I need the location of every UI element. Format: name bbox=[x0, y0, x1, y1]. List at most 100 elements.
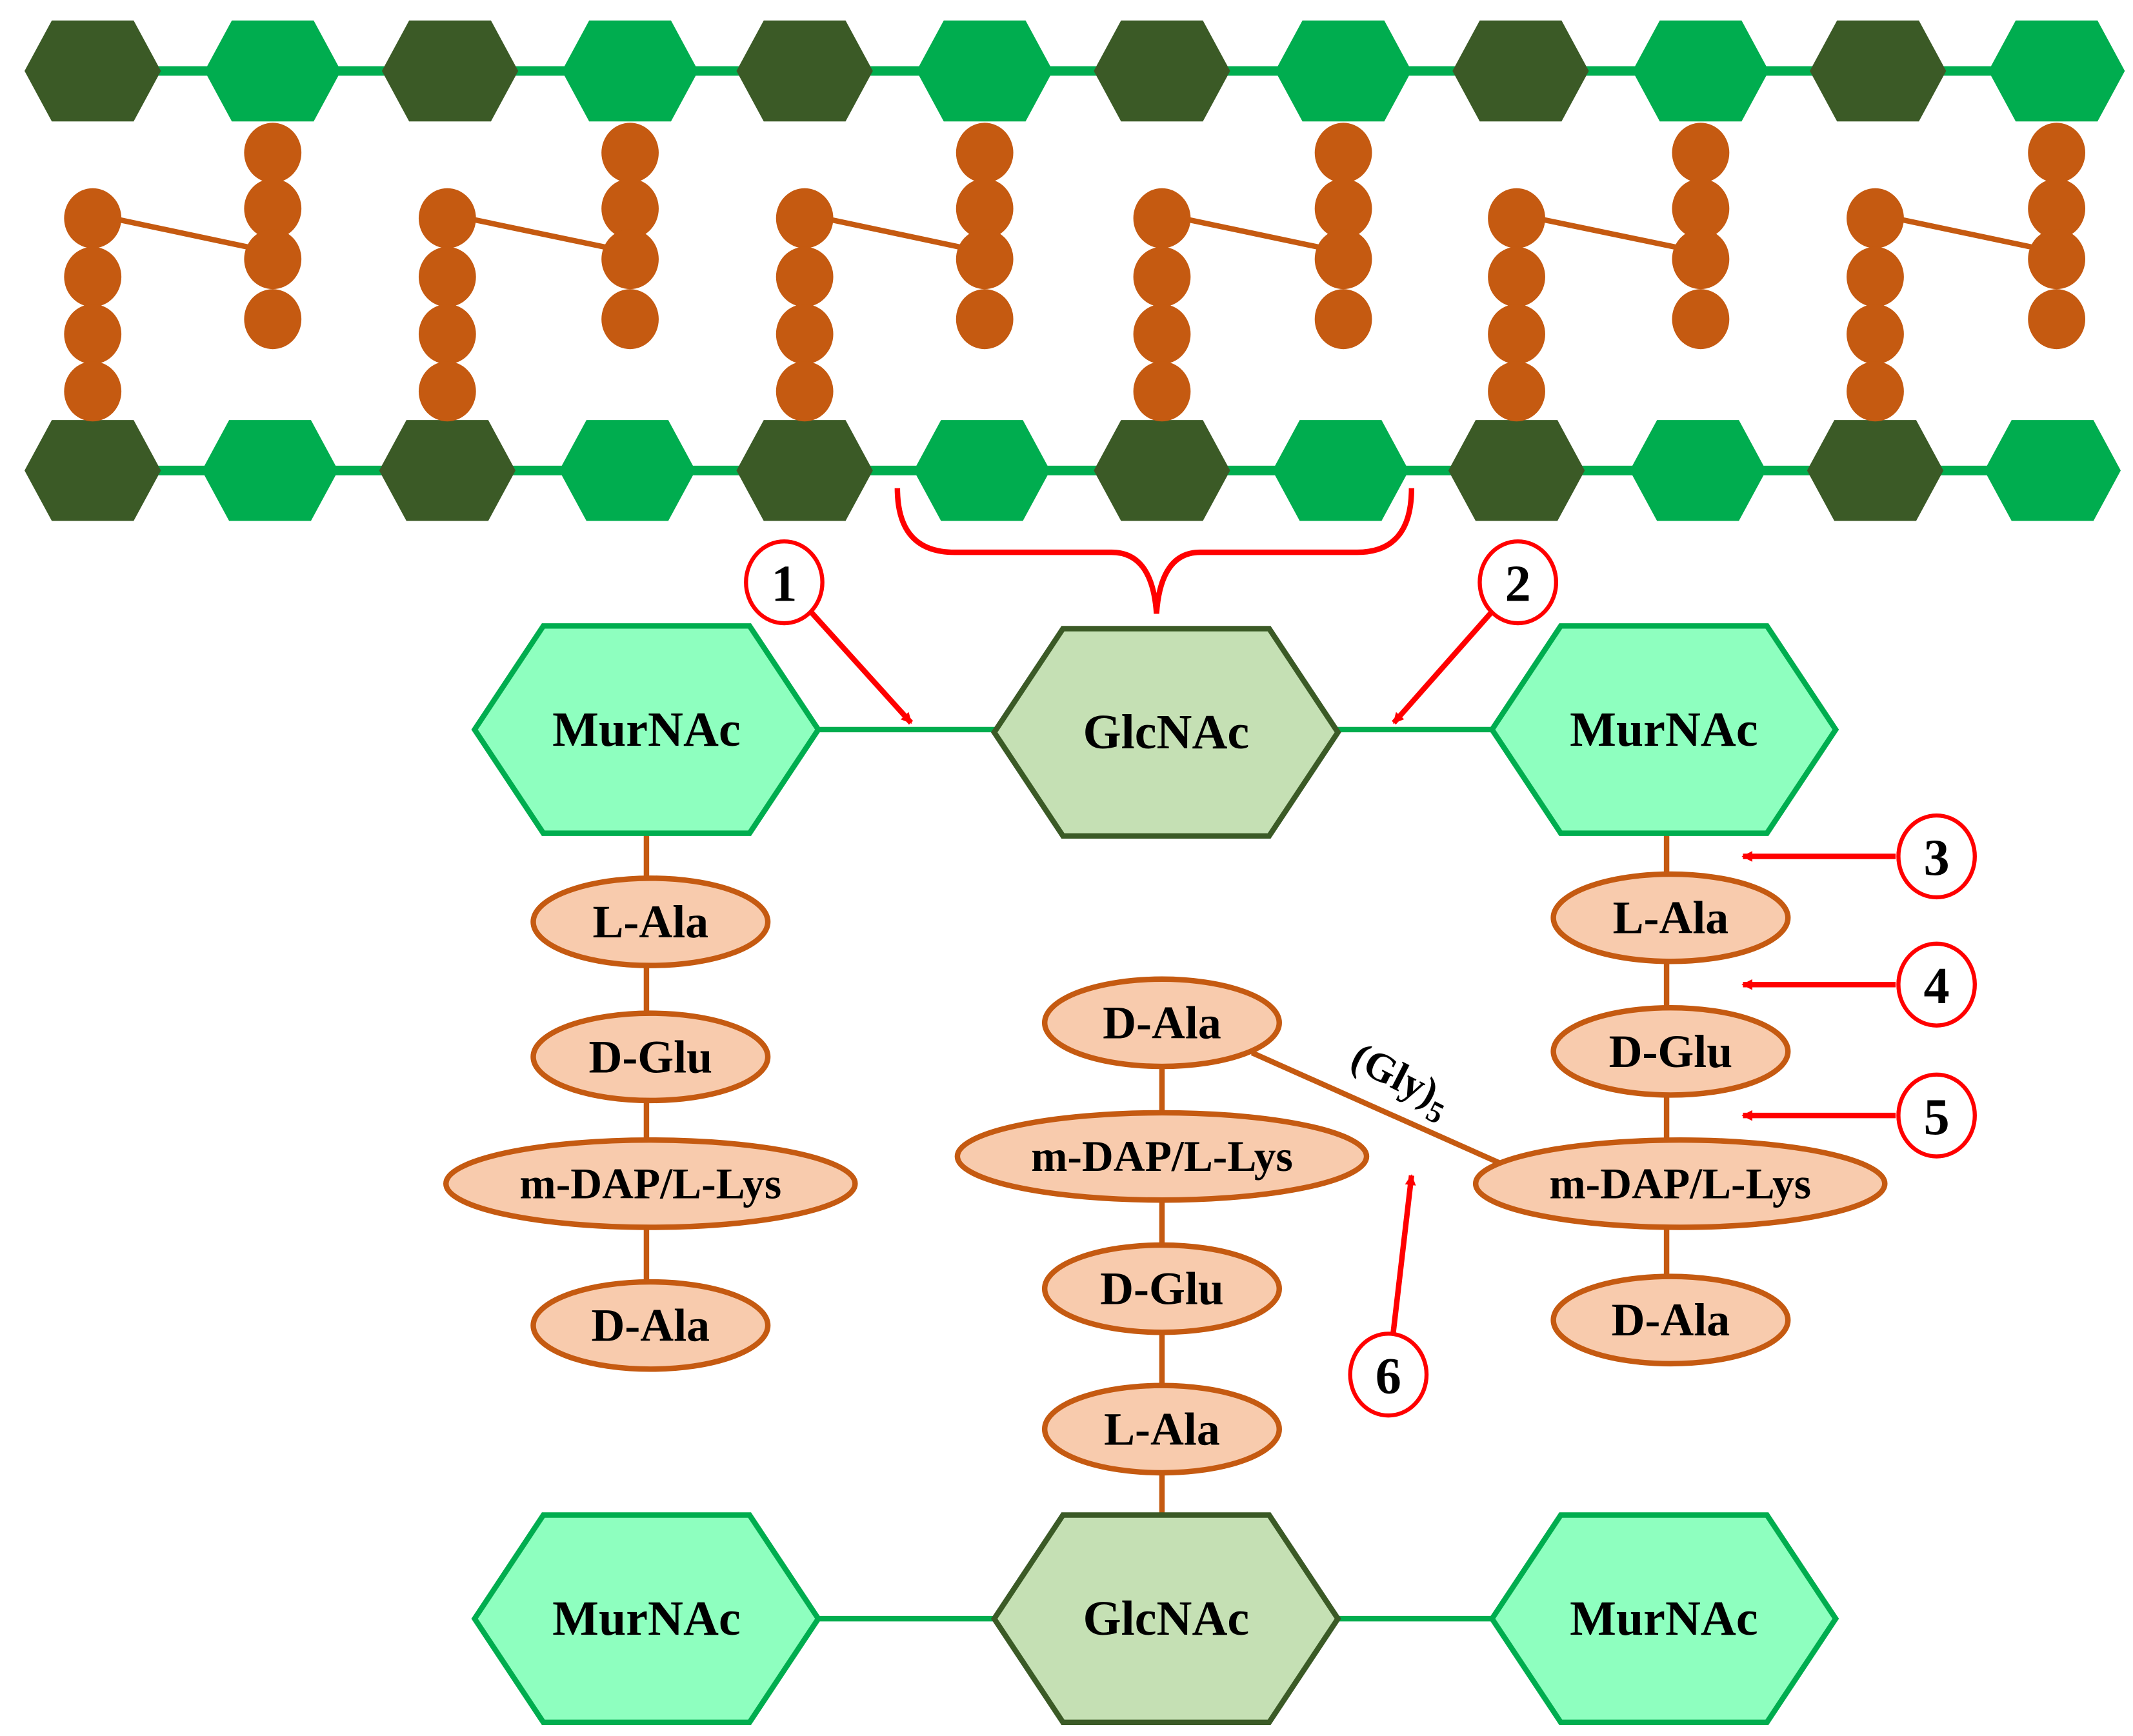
murnac-hexagon bbox=[1810, 20, 1947, 122]
amino-acid-left_stem-1: D-Glu bbox=[530, 1010, 771, 1104]
amino-acid-bead bbox=[418, 304, 476, 364]
amino-acid-bead bbox=[1847, 188, 1904, 248]
amino-acid-bead bbox=[1133, 188, 1191, 248]
amino-acid-bead bbox=[956, 289, 1014, 350]
amino-acid-label: D-Glu bbox=[1609, 1026, 1733, 1077]
sugar-label: MurNAc bbox=[1570, 1591, 1758, 1646]
murnac-hexagon bbox=[1807, 420, 1944, 521]
amino-acid-left_stem-3: D-Ala bbox=[530, 1279, 771, 1372]
amino-acid-bead bbox=[1488, 361, 1545, 422]
amino-acid-bead bbox=[2028, 289, 2086, 350]
amino-acid-bead bbox=[244, 229, 302, 290]
amino-acid-bead bbox=[64, 304, 122, 364]
amino-acid-label: D-Glu bbox=[588, 1031, 712, 1083]
amino-acid-bead bbox=[244, 289, 302, 350]
marker-arrow bbox=[1392, 611, 1493, 725]
murnac-hexagon bbox=[1094, 420, 1230, 521]
marker-number: 1 bbox=[771, 555, 797, 612]
murnac-hexagon bbox=[1452, 20, 1589, 122]
amino-acid-center_stem-1: m-DAP/L-Lys bbox=[954, 1110, 1370, 1203]
amino-acid-bead bbox=[1847, 361, 1904, 422]
amino-acid-label: L-Ala bbox=[1613, 892, 1729, 944]
glcnac-hexagon bbox=[201, 420, 339, 521]
amino-acid-bead bbox=[776, 304, 834, 364]
amino-acid-bead bbox=[1133, 304, 1191, 364]
sugar-label: MurNAc bbox=[552, 703, 741, 757]
sugar-label: GlcNAc bbox=[1083, 1591, 1249, 1646]
sugar-label: MurNAc bbox=[1570, 703, 1758, 757]
crosslink bbox=[92, 211, 274, 255]
marker-number: 2 bbox=[1505, 555, 1531, 612]
amino-acid-bead bbox=[1488, 188, 1545, 248]
amino-acid-bead bbox=[244, 178, 302, 239]
crosslink bbox=[1161, 211, 1344, 255]
glycan-bonds bbox=[818, 726, 1494, 1622]
amino-acid-bead bbox=[1672, 178, 1730, 239]
amino-acid-bead bbox=[2028, 229, 2086, 290]
amino-acid-center_stem-2: D-Glu bbox=[1041, 1242, 1282, 1335]
amino-acid-center_stem-3: L-Ala bbox=[1041, 1382, 1282, 1476]
glcnac-bottom-center: GlcNAc bbox=[990, 1512, 1341, 1726]
amino-acid-bead bbox=[1314, 289, 1372, 350]
amino-acid-bead bbox=[1488, 246, 1545, 307]
amino-acid-bead bbox=[244, 123, 302, 183]
amino-acid-label: L-Ala bbox=[1104, 1403, 1220, 1455]
crosslink bbox=[1516, 211, 1701, 255]
sugar-label: MurNAc bbox=[552, 1591, 741, 1646]
crosslink bbox=[804, 211, 986, 255]
murnac-hexagon bbox=[25, 20, 161, 122]
amino-acid-bead bbox=[776, 188, 834, 248]
amino-acid-bead bbox=[1314, 229, 1372, 290]
amino-acid-bead bbox=[601, 178, 659, 239]
amino-acid-bead bbox=[2028, 123, 2086, 183]
amino-acid-bead bbox=[1314, 178, 1372, 239]
amino-acid-bead bbox=[1847, 246, 1904, 307]
amino-acid-bead bbox=[1133, 246, 1191, 307]
glcnac-top-center: GlcNAc bbox=[990, 626, 1341, 839]
glcnac-hexagon bbox=[1275, 20, 1412, 122]
marker-circle bbox=[1477, 539, 1559, 626]
crosslink bbox=[1874, 211, 2058, 255]
murnac-top-right: MurNAc bbox=[1488, 623, 1839, 836]
glcnac-hexagon bbox=[559, 420, 696, 521]
marker-circle bbox=[1348, 1332, 1429, 1418]
marker-number: 5 bbox=[1924, 1088, 1950, 1146]
amino-acid-bead bbox=[64, 361, 122, 422]
glycan-lattice bbox=[25, 20, 2125, 521]
amino-acid-bead bbox=[601, 123, 659, 183]
amino-acid-bead bbox=[1672, 229, 1730, 290]
murnac-hexagon bbox=[25, 420, 161, 521]
amino-acid-bead bbox=[1672, 123, 1730, 183]
amino-acid-bead bbox=[64, 246, 122, 307]
glcnac-hexagon bbox=[1630, 420, 1767, 521]
marker-arrow bbox=[1390, 1174, 1416, 1335]
amino-acid-right_stem-1: D-Glu bbox=[1550, 1004, 1791, 1098]
amino-acid-right_stem-2: m-DAP/L-Lys bbox=[1472, 1137, 1888, 1230]
amino-acid-bead bbox=[418, 188, 476, 248]
amino-acid-bead bbox=[956, 123, 1014, 183]
amino-acid-bead bbox=[1133, 361, 1191, 422]
amino-acid-label: D-Ala bbox=[1612, 1294, 1730, 1346]
amino-acid-bead bbox=[1314, 123, 1372, 183]
glcnac-hexagon bbox=[1984, 420, 2121, 521]
glcnac-hexagon bbox=[1988, 20, 2125, 122]
amino-acid-label: L-Ala bbox=[592, 896, 708, 948]
amino-acid-bead bbox=[1672, 289, 1730, 350]
amino-acid-center_stem-0: D-Ala bbox=[1041, 976, 1282, 1070]
amino-acid-label: D-Ala bbox=[591, 1300, 710, 1352]
amino-acid-bead bbox=[418, 246, 476, 307]
murnac-hexagon bbox=[736, 420, 873, 521]
glcnac-hexagon bbox=[561, 20, 699, 122]
amino-acid-bead bbox=[956, 229, 1014, 290]
amino-acid-label: m-DAP/L-Lys bbox=[1549, 1159, 1811, 1208]
amino-acid-bead bbox=[601, 289, 659, 350]
marker-circle bbox=[1896, 1072, 1977, 1159]
amino-acid-label: m-DAP/L-Lys bbox=[1031, 1132, 1293, 1181]
glcnac-hexagon bbox=[916, 20, 1053, 122]
marker-arrow bbox=[809, 610, 914, 725]
amino-acid-bead bbox=[418, 361, 476, 422]
amino-acid-label: m-DAP/L-Lys bbox=[519, 1159, 781, 1208]
marker-number: 6 bbox=[1376, 1347, 1401, 1404]
